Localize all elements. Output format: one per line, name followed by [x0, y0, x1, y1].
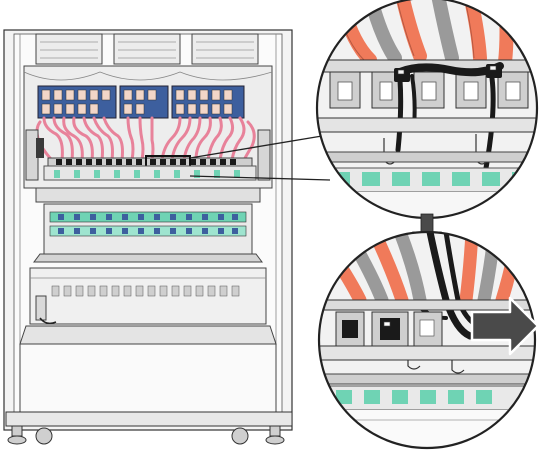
zoom-callout: [189, 135, 331, 181]
cabinet-overview: [3, 29, 293, 445]
module-bay: [33, 187, 263, 263]
detail-upper: [315, 0, 539, 220]
pink-power-cables: [35, 116, 256, 162]
detail-lower: [317, 230, 537, 450]
cabinet-base: [5, 411, 293, 427]
lower-bay: [19, 267, 277, 345]
right-arrow-icon: [470, 296, 540, 356]
removal-arrow: [470, 296, 540, 356]
power-distribution-boards: [37, 85, 245, 119]
fan-modules: [35, 33, 259, 65]
cabinet-feet: [7, 425, 285, 445]
bottom-bay: [19, 343, 277, 413]
